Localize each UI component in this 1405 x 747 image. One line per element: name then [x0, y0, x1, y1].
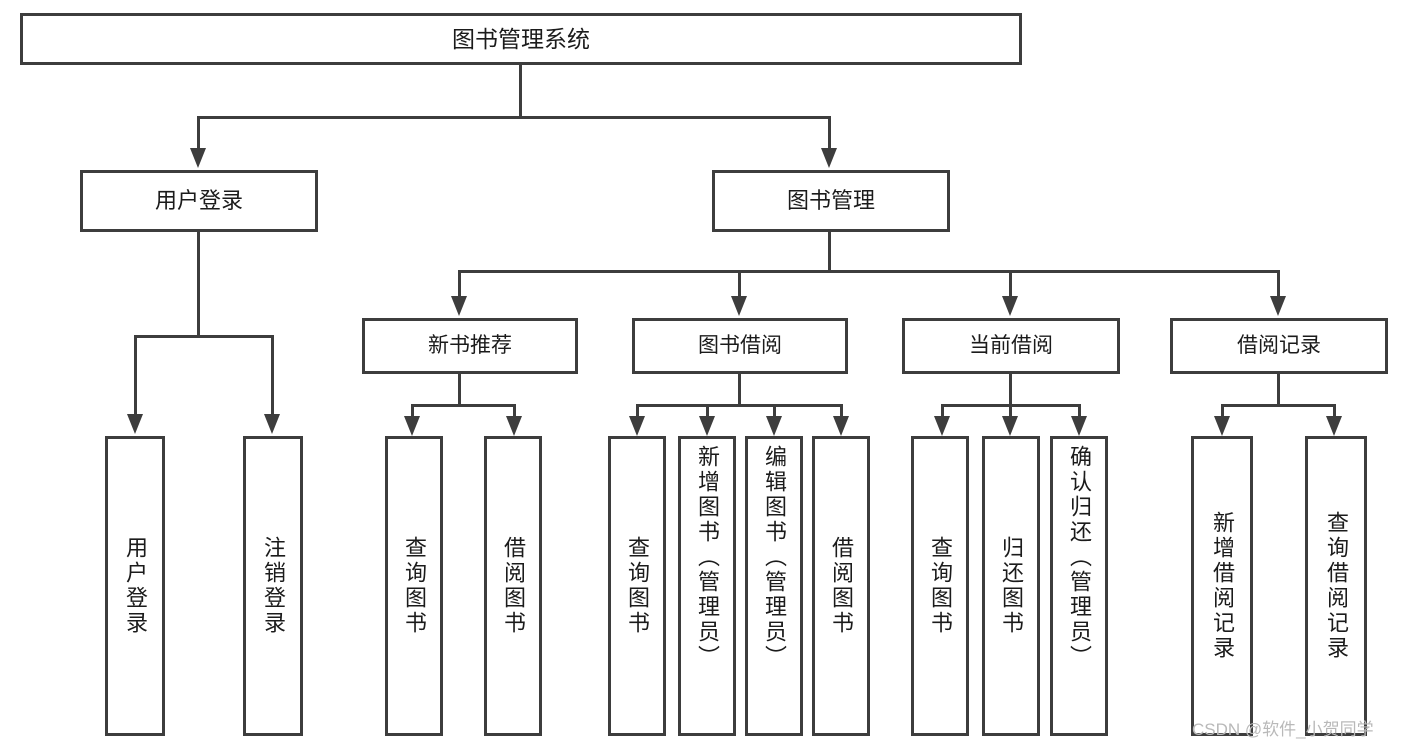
connector-to-borrow-record [1277, 270, 1280, 298]
leaf-query-book-cb-label: 查询图书 [928, 536, 953, 636]
arrowhead-bb-leaf-2 [699, 416, 715, 436]
leaf-edit-book-admin[interactable]: 编辑图书（管理员） [745, 436, 803, 736]
connector-user-login-bar [134, 335, 271, 338]
connector-root-to-user-login [197, 116, 200, 150]
connector-current-borrow-stem [1009, 374, 1012, 404]
arrowhead-cb-leaf-1 [934, 416, 950, 436]
node-borrow-record[interactable]: 借阅记录 [1170, 318, 1388, 374]
connector-bb-leaf-4 [840, 404, 843, 418]
arrowhead-current-borrow [1002, 296, 1018, 316]
connector-borrow-record-stem [1277, 374, 1280, 404]
leaf-confirm-return-admin-label: 确认归还（管理员） [1067, 445, 1092, 670]
connector-book-management-stem [828, 232, 831, 270]
leaf-borrow-book-bb[interactable]: 借阅图书 [812, 436, 870, 736]
connector-user-login-leaf-2 [271, 335, 274, 416]
connector-book-borrow-bar [636, 404, 842, 407]
node-book-borrow[interactable]: 图书借阅 [632, 318, 848, 374]
node-current-borrow[interactable]: 当前借阅 [902, 318, 1120, 374]
leaf-user-login[interactable]: 用户登录 [105, 436, 165, 736]
leaf-query-book-nbr-label: 查询图书 [402, 536, 427, 636]
leaf-add-borrow-record[interactable]: 新增借阅记录 [1191, 436, 1253, 736]
connector-root-stem [519, 65, 522, 116]
connector-level2-bar [458, 270, 1280, 273]
connector-cb-leaf-2 [1009, 404, 1012, 418]
connector-user-login-stem [197, 232, 200, 335]
leaf-logout[interactable]: 注销登录 [243, 436, 303, 736]
leaf-add-borrow-record-label: 新增借阅记录 [1210, 511, 1235, 661]
arrowhead-cb-leaf-3 [1071, 416, 1087, 436]
leaf-edit-book-admin-label: 编辑图书（管理员） [762, 445, 787, 670]
arrowhead-leaf-user-login [127, 414, 143, 434]
leaf-query-borrow-record-label: 查询借阅记录 [1324, 511, 1349, 661]
connector-root-bar [197, 116, 831, 119]
connector-nbr-leaf-2 [513, 404, 516, 418]
node-root-book-management-system[interactable]: 图书管理系统 [20, 13, 1022, 65]
node-book-management[interactable]: 图书管理 [712, 170, 950, 232]
connector-to-new-book-recommend [458, 270, 461, 298]
leaf-add-book-admin-label: 新增图书（管理员） [695, 445, 720, 670]
arrowhead-br-leaf-1 [1214, 416, 1230, 436]
arrowhead-new-book-recommend [451, 296, 467, 316]
leaf-query-book-nbr[interactable]: 查询图书 [385, 436, 443, 736]
connector-nbr-leaf-1 [411, 404, 414, 418]
arrowhead-bb-leaf-1 [629, 416, 645, 436]
leaf-logout-label: 注销登录 [261, 536, 286, 636]
leaf-borrow-book-nbr[interactable]: 借阅图书 [484, 436, 542, 736]
connector-borrow-record-bar [1221, 404, 1336, 407]
connector-new-book-recommend-stem [458, 374, 461, 404]
node-user-login[interactable]: 用户登录 [80, 170, 318, 232]
arrowhead-br-leaf-2 [1326, 416, 1342, 436]
leaf-query-book-bb-label: 查询图书 [625, 536, 650, 636]
leaf-confirm-return-admin[interactable]: 确认归还（管理员） [1050, 436, 1108, 736]
connector-to-book-borrow [738, 270, 741, 298]
leaf-borrow-book-nbr-label: 借阅图书 [501, 536, 526, 636]
arrowhead-borrow-record [1270, 296, 1286, 316]
arrowhead-user-login [190, 148, 206, 168]
leaf-query-book-cb[interactable]: 查询图书 [911, 436, 969, 736]
csdn-watermark: CSDN @软件_小贺同学 [1192, 720, 1374, 739]
leaf-return-book-label: 归还图书 [999, 536, 1024, 636]
connector-br-leaf-2 [1333, 404, 1336, 418]
connector-br-leaf-1 [1221, 404, 1224, 418]
leaf-borrow-book-bb-label: 借阅图书 [829, 536, 854, 636]
leaf-query-book-bb[interactable]: 查询图书 [608, 436, 666, 736]
connector-cb-leaf-3 [1078, 404, 1081, 418]
connector-root-to-book-management [828, 116, 831, 150]
leaf-user-login-label: 用户登录 [123, 536, 148, 636]
arrowhead-book-borrow [731, 296, 747, 316]
connector-cb-leaf-1 [941, 404, 944, 418]
node-new-book-recommend[interactable]: 新书推荐 [362, 318, 578, 374]
arrowhead-bb-leaf-4 [833, 416, 849, 436]
connector-user-login-leaf-1 [134, 335, 137, 416]
connector-bb-leaf-2 [706, 404, 709, 418]
leaf-return-book[interactable]: 归还图书 [982, 436, 1040, 736]
arrowhead-cb-leaf-2 [1002, 416, 1018, 436]
arrowhead-book-management [821, 148, 837, 168]
arrowhead-nbr-leaf-1 [404, 416, 420, 436]
arrowhead-nbr-leaf-2 [506, 416, 522, 436]
arrowhead-bb-leaf-3 [766, 416, 782, 436]
connector-book-borrow-stem [738, 374, 741, 404]
leaf-add-book-admin[interactable]: 新增图书（管理员） [678, 436, 736, 736]
connector-bb-leaf-1 [636, 404, 639, 418]
arrowhead-leaf-logout [264, 414, 280, 434]
connector-to-current-borrow [1009, 270, 1012, 298]
connector-new-book-recommend-bar [411, 404, 516, 407]
connector-bb-leaf-3 [773, 404, 776, 418]
leaf-query-borrow-record[interactable]: 查询借阅记录 [1305, 436, 1367, 736]
